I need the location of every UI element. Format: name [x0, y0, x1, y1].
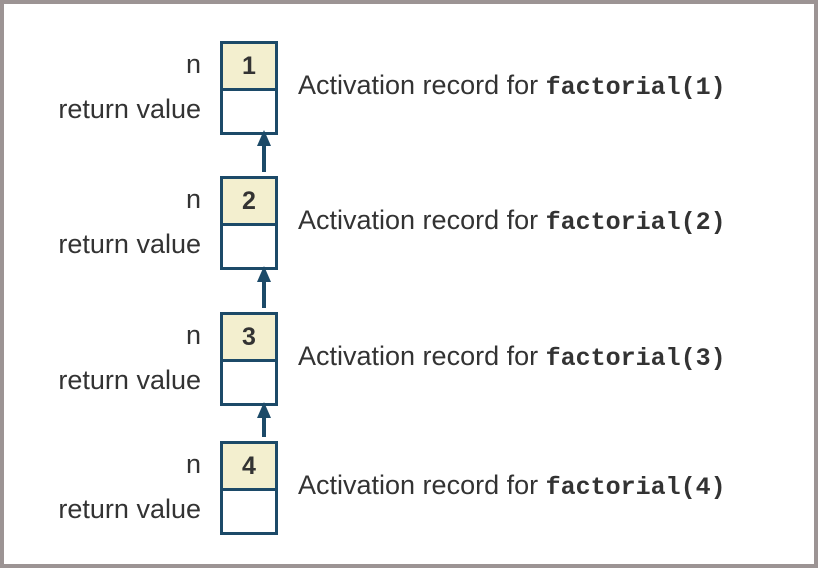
function-call: factorial(1) — [545, 73, 726, 102]
record-caption: Activation record for factorial(2) — [298, 204, 726, 241]
record-box: 4 — [220, 441, 278, 535]
return-value-cell — [223, 362, 275, 403]
n-label: n — [185, 320, 201, 350]
activation-record-2: n return value 2 Activation record for f… — [4, 176, 818, 272]
n-value-cell: 4 — [223, 444, 275, 491]
return-value-label: return value — [58, 229, 201, 259]
caption-prefix: Activation record for — [298, 205, 546, 235]
return-value-label: return value — [58, 365, 201, 395]
up-arrow-icon — [257, 130, 271, 172]
n-label: n — [185, 449, 201, 479]
caption-prefix: Activation record for — [298, 70, 546, 100]
record-caption: Activation record for factorial(4) — [298, 469, 726, 506]
up-arrow-icon — [257, 266, 271, 308]
return-value-cell — [223, 91, 275, 132]
record-box: 2 — [220, 176, 278, 270]
caption-prefix: Activation record for — [298, 470, 546, 500]
function-call: factorial(2) — [545, 208, 726, 237]
n-label: n — [185, 184, 201, 214]
activation-record-1: n return value 1 Activation record for f… — [4, 41, 818, 137]
n-value-cell: 3 — [223, 315, 275, 362]
return-value-cell — [223, 491, 275, 532]
record-box: 1 — [220, 41, 278, 135]
n-value-cell: 2 — [223, 179, 275, 226]
function-call: factorial(3) — [545, 344, 726, 373]
record-caption: Activation record for factorial(1) — [298, 69, 726, 106]
return-value-cell — [223, 226, 275, 267]
record-caption: Activation record for factorial(3) — [298, 340, 726, 377]
activation-record-4: n return value 4 Activation record for f… — [4, 441, 818, 537]
record-box: 3 — [220, 312, 278, 406]
caption-prefix: Activation record for — [298, 341, 546, 371]
function-call: factorial(4) — [545, 473, 726, 502]
return-value-label: return value — [58, 94, 201, 124]
up-arrow-icon — [257, 402, 271, 437]
return-value-label: return value — [58, 494, 201, 524]
activation-record-3: n return value 3 Activation record for f… — [4, 312, 818, 408]
n-label: n — [185, 49, 201, 79]
n-value-cell: 1 — [223, 44, 275, 91]
link-arrows — [257, 130, 271, 437]
